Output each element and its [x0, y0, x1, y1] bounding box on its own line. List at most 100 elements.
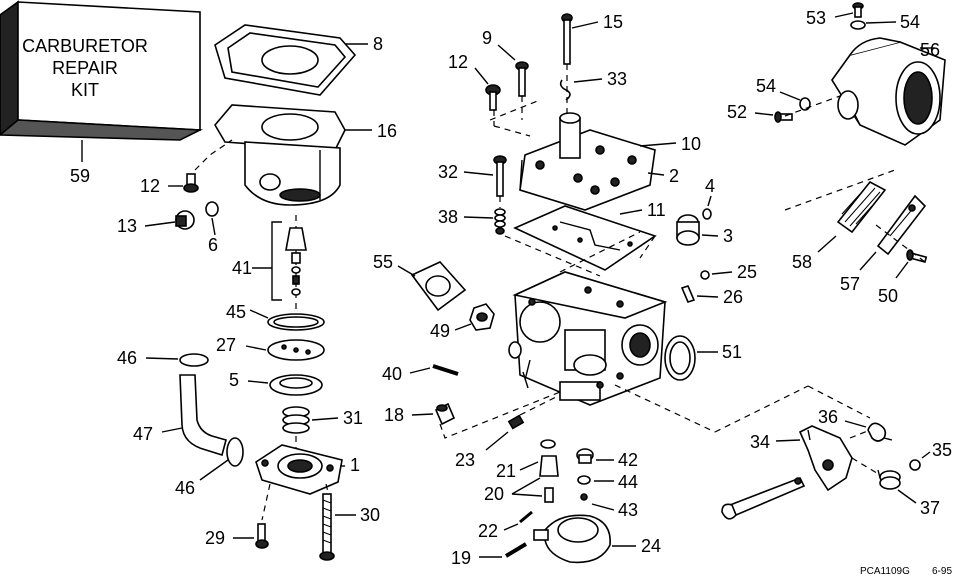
- screw-9: [515, 61, 529, 97]
- callout-29: 29: [205, 528, 225, 548]
- clamp-46-upper: [179, 353, 209, 367]
- top-cover-10: [519, 112, 656, 211]
- callout-12a: 12: [140, 176, 160, 196]
- callout-27: 27: [216, 335, 236, 355]
- callout-5: 5: [229, 370, 239, 390]
- callout-22: 22: [478, 521, 498, 541]
- callout-47: 47: [133, 424, 153, 444]
- callout-11: 11: [647, 200, 666, 220]
- screw-19: [504, 542, 528, 558]
- callout-55: 55: [373, 252, 393, 272]
- washer-44: [577, 475, 591, 485]
- figure-code: PCA1109G: [860, 566, 910, 576]
- screen-58: [836, 180, 887, 234]
- screw-29: [255, 523, 269, 549]
- callout-30: 30: [360, 505, 380, 525]
- callout-56: 56: [920, 40, 940, 60]
- callout-46b: 46: [175, 478, 195, 498]
- kit-label-line2: REPAIR: [52, 58, 118, 78]
- callout-19: 19: [451, 548, 471, 568]
- callout-2: 2: [669, 166, 679, 186]
- screw-12b: [485, 84, 501, 111]
- plug-42: [576, 448, 594, 464]
- screw-52: [774, 111, 793, 123]
- ball-25: [700, 270, 710, 280]
- callout-54a: 54: [900, 12, 920, 32]
- callout-58: 58: [792, 252, 812, 272]
- callout-13: 13: [117, 216, 137, 236]
- float-bowl-gasket: [214, 24, 357, 96]
- screw-53: [852, 2, 864, 18]
- callout-46a: 46: [117, 348, 137, 368]
- callout-51: 51: [722, 342, 742, 362]
- callout-50: 50: [878, 286, 898, 306]
- carburetor-body: [508, 271, 668, 406]
- kit-label-line3: KIT: [71, 80, 99, 100]
- callout-31: 31: [343, 408, 363, 428]
- throttle-lever-34: [721, 425, 853, 520]
- clip-33: [559, 79, 571, 101]
- callout-35: 35: [932, 440, 952, 460]
- callout-21: 21: [496, 461, 516, 481]
- pin-40: [432, 364, 459, 376]
- callout-38: 38: [438, 207, 458, 227]
- callout-42: 42: [618, 450, 638, 470]
- cover-gasket-11: [513, 205, 657, 271]
- callout-43: 43: [618, 500, 638, 520]
- spring-22: [519, 510, 533, 524]
- callout-49: 49: [430, 321, 450, 341]
- washer-54a: [850, 20, 866, 30]
- drain-screw: [183, 173, 199, 193]
- callout-52: 52: [727, 102, 747, 122]
- fuel-hose-47: [179, 374, 227, 457]
- clamp-46-lower: [226, 437, 244, 467]
- ball-43: [580, 493, 588, 501]
- bolt-30: [319, 493, 335, 561]
- spring-31: [282, 406, 310, 434]
- callout-40: 40: [382, 364, 402, 384]
- callout-54b: 54: [756, 76, 776, 96]
- fuel-pump-cover-1: [255, 444, 343, 495]
- callout-26: 26: [723, 287, 743, 307]
- callout-8: 8: [373, 34, 383, 54]
- sleeve-3: [676, 214, 700, 246]
- kit-label-line1: CARBURETOR: [22, 36, 148, 56]
- callout-44: 44: [618, 472, 638, 492]
- spring-38: [494, 208, 506, 235]
- callout-16: 16: [377, 121, 397, 141]
- callout-10: 10: [681, 134, 701, 154]
- reed-plate-57: [876, 194, 927, 256]
- callout-3: 3: [723, 226, 733, 246]
- callout-4: 4: [705, 176, 715, 196]
- callout-20: 20: [484, 484, 504, 504]
- spring-36: [867, 422, 893, 442]
- figure-date: 6-95: [932, 566, 952, 576]
- check-ball-4: [702, 208, 712, 220]
- callout-15: 15: [603, 12, 623, 32]
- callout-59: 59: [70, 166, 90, 186]
- screw-32: [493, 155, 507, 197]
- callout-6: 6: [208, 235, 218, 255]
- callout-23: 23: [455, 450, 475, 470]
- jet-23: [507, 414, 525, 430]
- callout-57: 57: [840, 274, 860, 294]
- callout-36: 36: [818, 407, 838, 427]
- o-ring-6: [205, 201, 219, 217]
- float-24: [533, 514, 611, 564]
- repair-kit-box: CARBURETOR REPAIR KIT: [0, 0, 204, 141]
- callout-9: 9: [482, 28, 492, 48]
- flange-gasket-55: [410, 261, 467, 312]
- callout-34: 34: [750, 432, 770, 452]
- callout-24: 24: [641, 536, 661, 556]
- intake-silencer-56: [831, 37, 946, 146]
- callout-53: 53: [806, 8, 826, 28]
- jet-20: [539, 455, 559, 503]
- callout-37: 37: [920, 498, 940, 518]
- float-bowl: [214, 104, 346, 206]
- washer-54b: [799, 97, 811, 111]
- needle-valve-assembly: [285, 227, 307, 296]
- callout-33: 33: [607, 69, 627, 89]
- screw-15: [561, 13, 573, 65]
- washer-21: [540, 439, 556, 449]
- callout-12b: 12: [448, 52, 468, 72]
